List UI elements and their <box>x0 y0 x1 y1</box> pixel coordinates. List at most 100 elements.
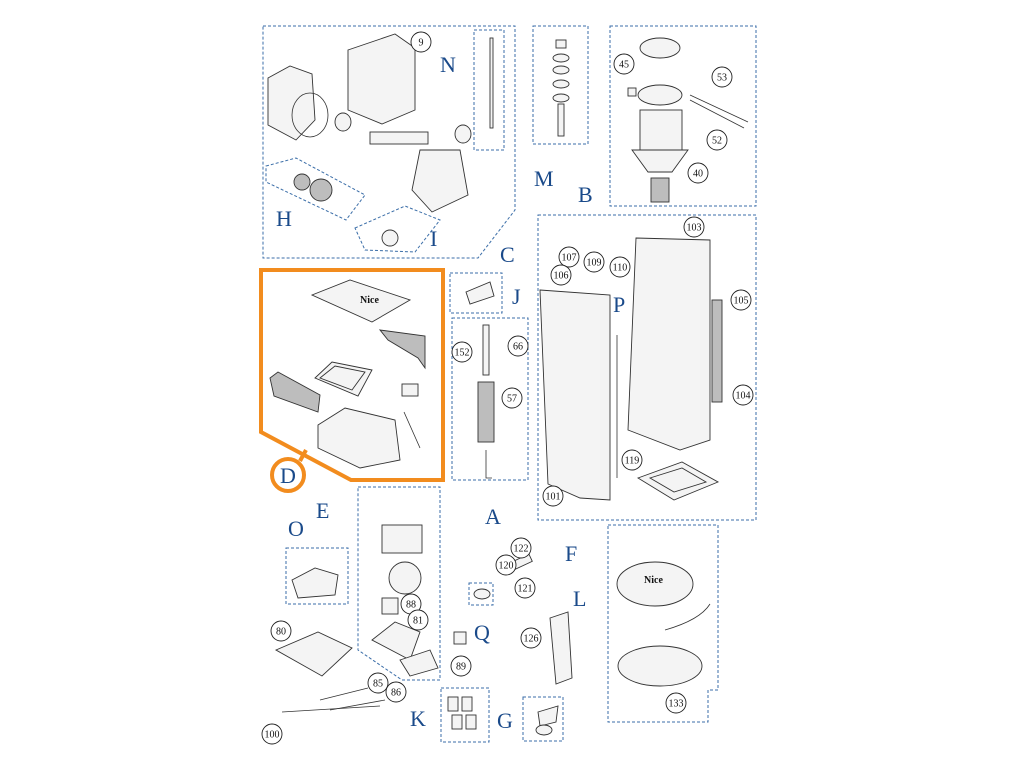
callout-circle <box>665 692 687 714</box>
callout-label: 85 <box>373 679 383 690</box>
callout-105: 105 <box>730 289 752 311</box>
callout-circle <box>501 387 523 409</box>
part-89 <box>453 631 467 645</box>
cover-rod <box>403 411 421 449</box>
callout-label: 105 <box>734 296 749 307</box>
part-45 <box>627 87 637 97</box>
group-o-box <box>285 547 349 605</box>
spring-a <box>477 381 495 443</box>
group-f-parts <box>539 237 723 501</box>
motor-flange <box>637 84 683 106</box>
stack-m-4 <box>552 79 570 89</box>
callout-label: 121 <box>518 584 533 595</box>
group-e-o-parts <box>274 524 467 713</box>
callout-label: 106 <box>554 271 569 282</box>
column-body <box>627 237 711 451</box>
k-part-4 <box>465 714 477 730</box>
callout-152: 152 <box>451 341 473 363</box>
callout-122: 122 <box>510 537 532 559</box>
callout-9: 9 <box>410 31 432 53</box>
g-part <box>537 705 559 727</box>
callout-label: 53 <box>717 73 727 84</box>
callout-circle <box>261 723 283 745</box>
group-letter-j: J <box>512 284 521 309</box>
base-logo: Nice <box>644 575 663 586</box>
callout-53: 53 <box>711 66 733 88</box>
group-l-k-g-parts: Nice <box>447 561 711 736</box>
k-part-3 <box>451 714 463 730</box>
stack-m-2 <box>552 53 570 63</box>
callout-circle <box>687 162 709 184</box>
group-a-box <box>451 317 529 481</box>
group-d-parts: Nice <box>269 279 426 469</box>
callout-label: 101 <box>546 492 561 503</box>
e-connector-88 <box>381 597 399 615</box>
callout-89: 89 <box>450 655 472 677</box>
group-letter-n: N <box>440 52 456 77</box>
callout-label: 88 <box>406 600 416 611</box>
callout-label: 57 <box>507 394 517 405</box>
group-letter-d: D <box>280 463 296 488</box>
group-c-box <box>262 25 516 259</box>
callout-label: 52 <box>712 136 722 147</box>
group-letter-h: H <box>276 206 292 231</box>
gearbox-housing <box>411 149 469 213</box>
group-d-highlight[interactable] <box>259 268 445 482</box>
callout-circle <box>410 31 432 53</box>
hook-a <box>485 450 492 479</box>
callout-label: 120 <box>499 561 514 572</box>
callout-circle <box>520 627 542 649</box>
gearbox-o-ring <box>291 92 329 138</box>
callout-101: 101 <box>542 485 564 507</box>
callout-120: 120 <box>495 554 517 576</box>
callout-label: 66 <box>513 342 523 353</box>
group-letters: N H I C M B J P D A E O F L Q K G <box>276 52 625 733</box>
group-i-box <box>354 205 441 253</box>
callout-121: 121 <box>514 577 536 599</box>
group-letter-p: P <box>613 292 625 317</box>
callout-106: 106 <box>550 264 572 286</box>
cover-base-tray <box>317 407 401 469</box>
callout-circle <box>730 289 752 311</box>
cover-gasket-inner <box>319 365 366 391</box>
callout-circle <box>613 53 635 75</box>
callout-circle <box>558 246 580 268</box>
callout-label: 45 <box>619 60 629 71</box>
cable-86 <box>329 699 386 711</box>
gearbox-frame <box>347 33 416 125</box>
callout-66: 66 <box>507 335 529 357</box>
group-b-box <box>609 25 757 207</box>
callout-label: 152 <box>455 348 470 359</box>
callout-circle <box>451 341 473 363</box>
callout-circle <box>367 672 389 694</box>
callout-107: 107 <box>558 246 580 268</box>
gear-small <box>293 173 311 191</box>
l-base <box>617 645 703 687</box>
group-letter-f: F <box>565 541 577 566</box>
tool-52 <box>689 99 745 129</box>
stack-m-3 <box>552 65 570 75</box>
group-c-parts <box>267 33 495 305</box>
group-letter-i: I <box>430 226 437 251</box>
callout-circle <box>732 384 754 406</box>
motor-body <box>639 109 683 153</box>
bolt-m <box>557 103 565 137</box>
callout-label: 126 <box>524 634 539 645</box>
group-letter-k: K <box>410 706 426 731</box>
group-letter-o: O <box>288 516 304 541</box>
cover-top-lid <box>310 279 412 323</box>
e-control-board <box>381 524 423 554</box>
callout-label: 103 <box>687 223 702 234</box>
group-m-box <box>532 25 589 145</box>
group-letter-m: M <box>534 166 554 191</box>
callout-110: 110 <box>609 256 631 278</box>
group-n-box <box>473 29 505 151</box>
motor-cap <box>639 37 681 59</box>
motor-spring <box>650 177 670 203</box>
callout-circle <box>507 335 529 357</box>
callout-126: 126 <box>520 627 542 649</box>
callout-circle <box>683 216 705 238</box>
callout-label: 100 <box>265 730 280 741</box>
